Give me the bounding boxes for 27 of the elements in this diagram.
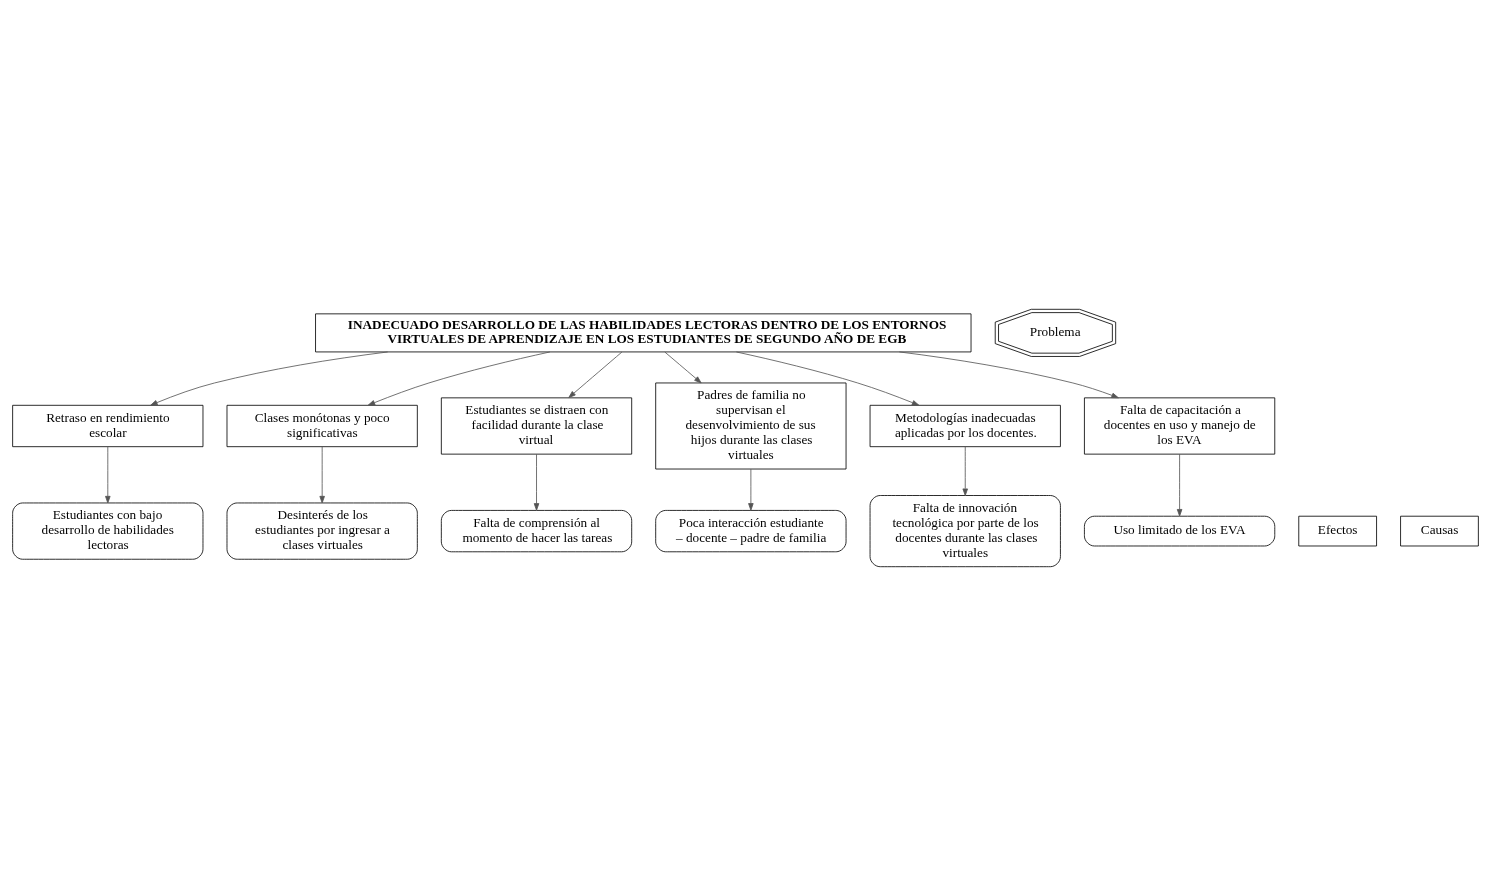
node-box: Retraso en rendimiento escolar — [12, 404, 204, 448]
node-box: Padres de familia no supervisan el desenvolvimiento de sus hijos durante las clases virtuales — [655, 382, 847, 470]
node-box: Desinterés de los estudiantes por ingresar a clases virtuales — [226, 502, 418, 560]
node-box: Metodologías inadecuadas aplicadas por los docentes. — [869, 404, 1061, 448]
arrow — [319, 446, 325, 504]
arrow — [664, 351, 702, 384]
node-box: Clases monótonas y poco significativas — [226, 404, 418, 448]
node-box: Estudiantes se distraen con facilidad durante la clase virtual — [440, 397, 633, 455]
arrow — [1176, 453, 1183, 517]
node-box: Causas — [1400, 515, 1479, 547]
arrow — [367, 351, 551, 406]
node-box: Falta de capacitación a docentes en uso y manejo de los EVA — [1084, 397, 1276, 455]
arrow — [962, 446, 968, 496]
node-box: Falta de innovación tecnológica por parte de los docentes durante las clases virtuales — [869, 495, 1061, 568]
arrow — [105, 446, 111, 504]
node-box: Poca interacción estudiante – docente – padre de familia — [655, 510, 847, 553]
node-box: INADECUADO DESARROLLO DE LAS HABILIDADES LECTORAS DENTRO DE LOS ENTORNOS VIRTUALES DE APRENDIZAJE EN LOS ESTUDIANTES DE SEGUNDO AÑO DE EGB — [315, 313, 972, 353]
arrow — [150, 351, 389, 406]
arrow — [736, 351, 920, 406]
arrow — [748, 468, 754, 511]
arrow — [898, 351, 1119, 399]
node-box: Estudiantes con bajo desarrollo de habilidades lectoras — [12, 502, 204, 560]
node-box: Uso limitado de los EVA — [1084, 515, 1276, 547]
arrow — [568, 351, 623, 398]
node-box: Efectos — [1298, 515, 1377, 547]
node-box: Falta de comprensión al momento de hacer las tareas — [440, 510, 633, 553]
arrow — [533, 453, 540, 511]
